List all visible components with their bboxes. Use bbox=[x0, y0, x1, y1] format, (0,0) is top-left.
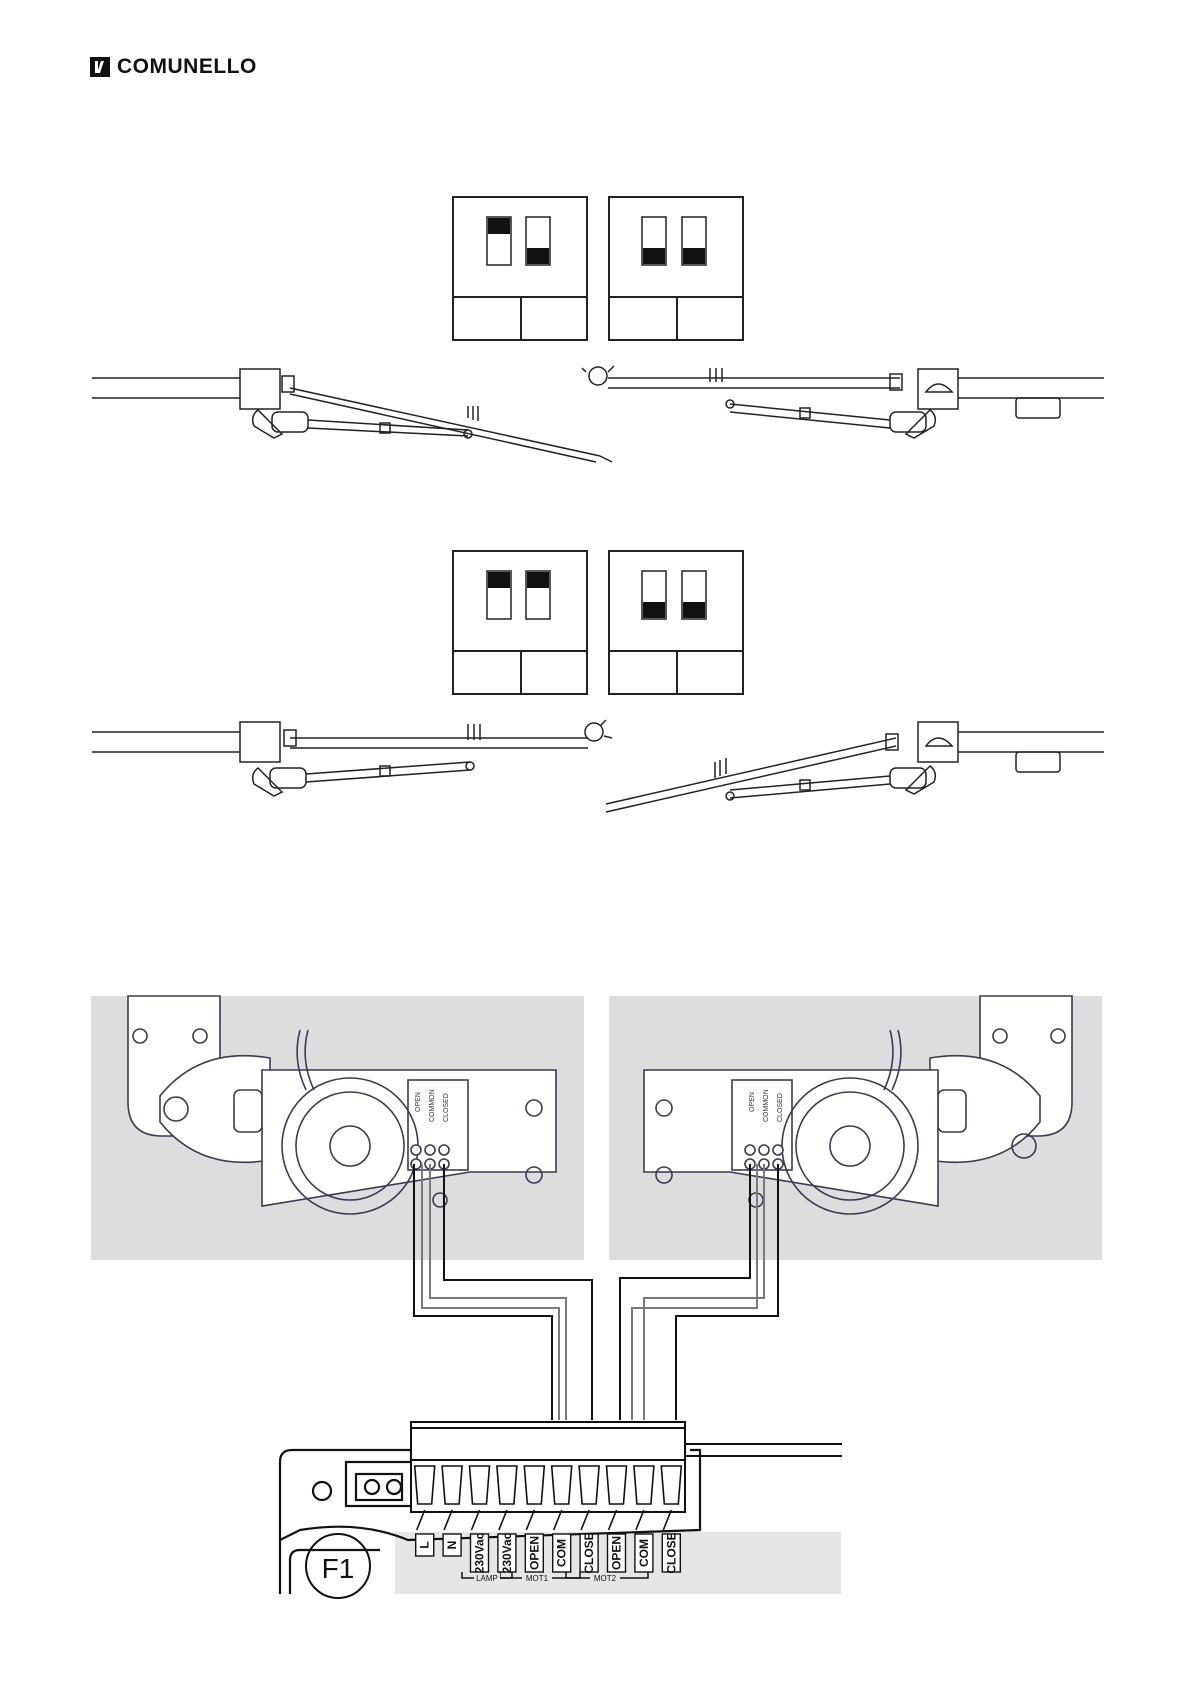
terminal-label-10: CLOSE bbox=[664, 1532, 678, 1573]
motor-right-label-closed: CLOSED bbox=[777, 1093, 784, 1122]
fuse-label: F1 bbox=[322, 1553, 355, 1584]
group-label-mot1: MOT1 bbox=[526, 1574, 549, 1583]
group-label-lamp: LAMP bbox=[476, 1574, 498, 1583]
dip-switch-2-lever-2 bbox=[683, 248, 705, 264]
terminal-label-2: N bbox=[445, 1541, 459, 1550]
motor-left-label-closed: CLOSED bbox=[443, 1093, 450, 1122]
dip-switch-4-lever-2 bbox=[683, 602, 705, 618]
dip-switch-1-lever-2 bbox=[527, 248, 549, 264]
dip-switch-3-lever-2 bbox=[527, 572, 549, 588]
terminal-label-1: L bbox=[418, 1541, 432, 1548]
dip-switch-3-lever-1 bbox=[488, 572, 510, 588]
dip-switch-4-lever-1 bbox=[643, 602, 665, 618]
terminal-label-8: OPEN bbox=[610, 1536, 624, 1570]
motor-right-label-common: COMMON bbox=[763, 1089, 770, 1122]
dip-switch-2-lever-1 bbox=[643, 248, 665, 264]
motor-left-label-open: OPEN bbox=[415, 1092, 422, 1112]
terminal-label-5: OPEN bbox=[527, 1536, 541, 1570]
terminal-label-3: 230Vac bbox=[473, 1532, 487, 1573]
motor-left-label-common: COMMON bbox=[429, 1089, 436, 1122]
terminal-label-9: COM bbox=[637, 1539, 651, 1567]
dip-switch-box-3 bbox=[453, 551, 587, 694]
terminal-label-7: CLOSE bbox=[582, 1532, 596, 1573]
motor-right-label-open: OPEN bbox=[749, 1092, 756, 1112]
gate-illustration-1 bbox=[92, 369, 612, 462]
gate-illustration-3 bbox=[92, 720, 612, 796]
terminal-label-6: COM bbox=[555, 1539, 569, 1567]
terminal-label-4: 230Vac bbox=[500, 1532, 514, 1573]
terminal-block bbox=[411, 1422, 685, 1512]
dip-switch-box-2 bbox=[609, 197, 743, 340]
gate-illustration-4 bbox=[606, 722, 1104, 812]
dip-switch-1-lever-1 bbox=[488, 218, 510, 234]
group-label-mot2: MOT2 bbox=[594, 1574, 617, 1583]
dip-switch-box-1 bbox=[453, 197, 587, 340]
gate-illustration-2 bbox=[582, 366, 1104, 438]
dip-switch-box-4 bbox=[609, 551, 743, 694]
